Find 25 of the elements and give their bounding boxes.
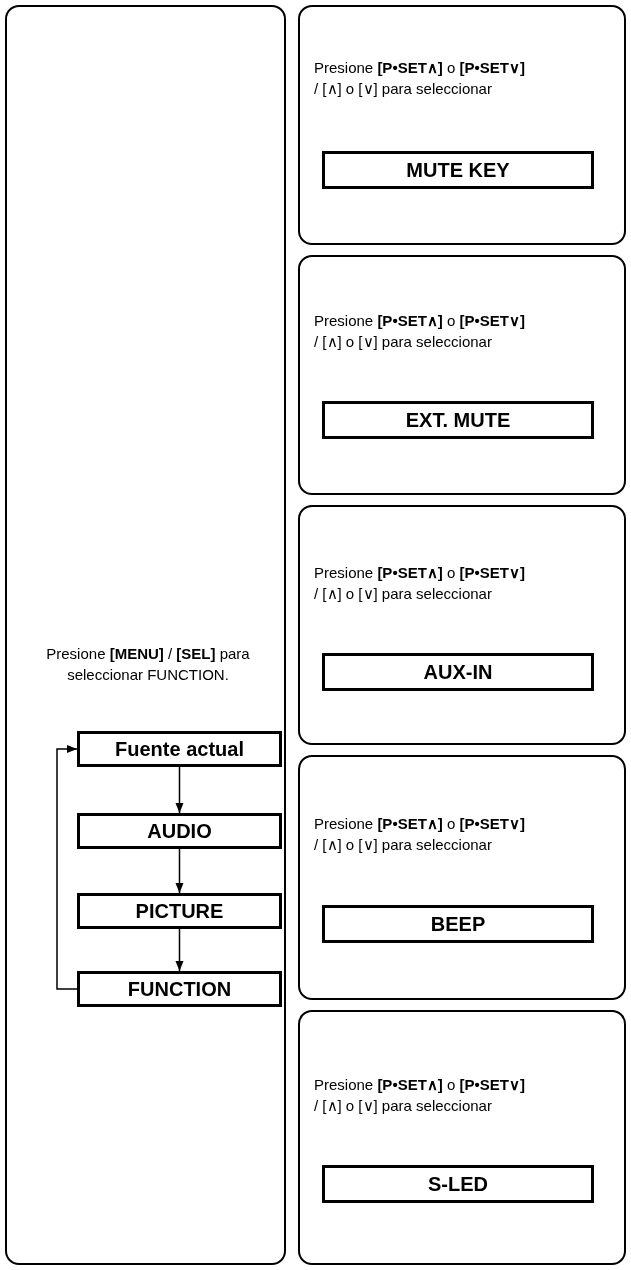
- display-box: Fuente actual: [77, 731, 282, 767]
- display-box: EXT. MUTE: [322, 401, 594, 439]
- arrow: [175, 766, 184, 814]
- instruction-panel: [298, 255, 626, 495]
- instruction-panel: [298, 505, 626, 745]
- instruction-panel: [298, 1010, 626, 1265]
- arrow: [175, 928, 184, 972]
- display-box: MUTE KEY: [322, 151, 594, 189]
- instruction-text: Presione [P•SET∧] o [P•SET∨] / [∧] o [∨] para seleccionar: [314, 814, 526, 855]
- display-box: BEEP: [322, 905, 594, 943]
- arrow: [175, 848, 184, 894]
- instruction-panel: [298, 5, 626, 245]
- instruction-text: Presione [P•SET∧] o [P•SET∨] / [∧] o [∨] para seleccionar: [314, 311, 526, 352]
- instruction-panel: [5, 5, 286, 1265]
- instruction-text: Presione [P•SET∧] o [P•SET∨] / [∧] o [∨] para seleccionar: [314, 1075, 526, 1116]
- instruction-text: Presione [P•SET∧] o [P•SET∨] / [∧] o [∨] para seleccionar: [314, 563, 526, 604]
- display-box: AUX-IN: [322, 653, 594, 691]
- arrow: [56, 745, 78, 990]
- display-box: AUDIO: [77, 813, 282, 849]
- display-box: PICTURE: [77, 893, 282, 929]
- display-box: FUNCTION: [77, 971, 282, 1007]
- display-box: S-LED: [322, 1165, 594, 1203]
- instruction-panel: [298, 755, 626, 1000]
- instruction-text: Presione [P•SET∧] o [P•SET∨] / [∧] o [∨] para seleccionar: [314, 58, 526, 99]
- instruction-text: Presione [MENU] / [SEL] para seleccionar FUNCTION.: [45, 644, 251, 685]
